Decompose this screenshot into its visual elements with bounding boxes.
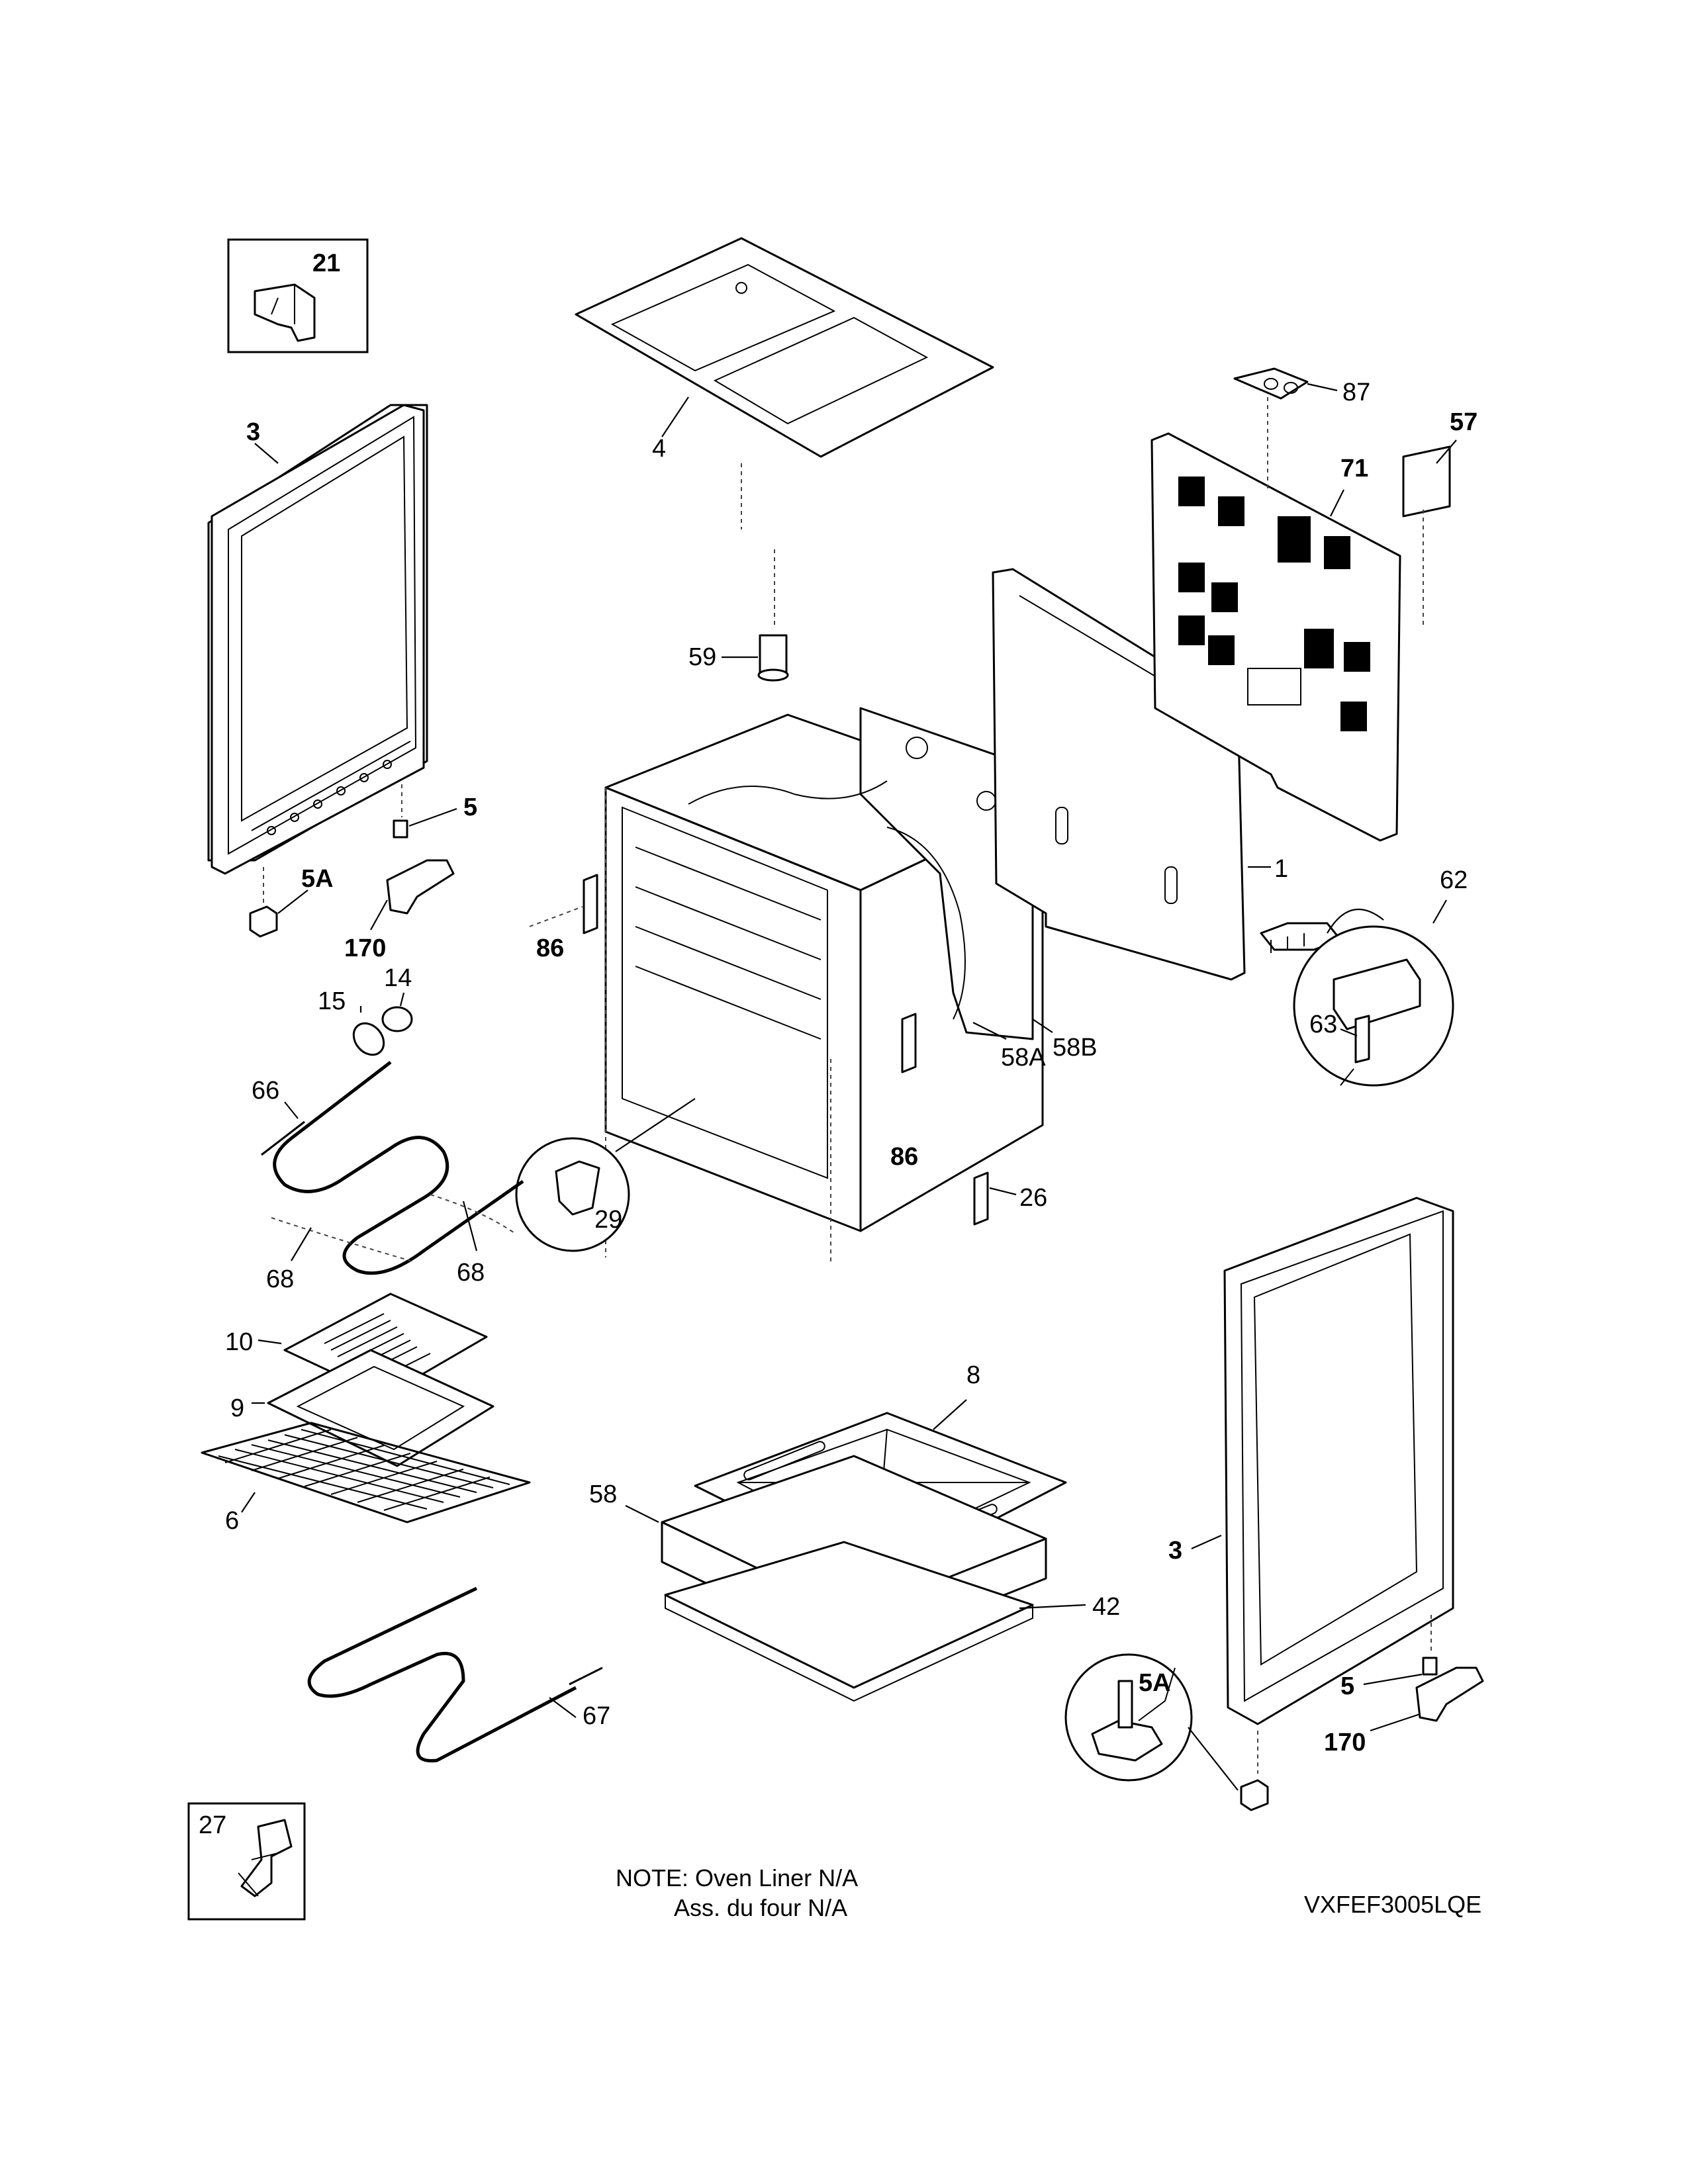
callout-5A-left: 5A [301,865,334,893]
part-87-gasket: 87 [1233,367,1370,490]
callout-58: 58 [589,1480,617,1508]
callout-10: 10 [225,1328,253,1356]
part-5A-leveler-left: 5A [249,865,334,938]
callout-5-right: 5 [1340,1672,1354,1700]
callout-66: 66 [252,1077,279,1105]
part-57-cover: 57 [1402,408,1477,629]
part-14-lamp-socket: 14 [381,964,413,1032]
part-26: 26 [973,1171,1047,1226]
part-3-side-panel-right: 3 [1168,1197,1454,1725]
part-4-top-panel: 4 [575,237,994,629]
callout-27: 27 [199,1811,226,1839]
part-5A-leveler-right: 5A [1064,1653,1269,1811]
part-62-terminal-block-inset: 62 63 [1260,866,1468,1087]
part-42-drawer-bottom: 42 [664,1541,1120,1702]
part-27-inset: 27 [187,1802,306,1921]
callout-5-left: 5 [463,794,477,821]
callout-5A-right: 5A [1139,1669,1171,1697]
part-6-oven-rack: 6 [201,1422,531,1535]
model-number: VXFEF3005LQE [1304,1891,1481,1918]
part-86-hinge-receiver-left: 86 [529,874,598,962]
callout-170-left: 170 [344,934,386,962]
callout-4: 4 [652,435,666,463]
callout-71: 71 [1340,455,1368,482]
callout-3-right: 3 [1168,1537,1182,1565]
callout-86-left: 86 [536,934,564,962]
note-line-1: NOTE: Oven Liner N/A [616,1864,858,1891]
part-9-broil-pan: 9 [230,1349,494,1467]
callout-87: 87 [1342,379,1370,406]
part-170-bracket-left: 170 [344,859,455,962]
part-68-wire-right: 68 [430,1194,517,1287]
part-1-rear-panel: 1 [992,568,1288,981]
callout-63: 63 [1309,1011,1337,1038]
callout-86-right: 86 [890,1143,918,1171]
part-15-lamp-bulb: 15 [318,987,385,1056]
callout-68-left: 68 [266,1265,294,1293]
note-line-2: Ass. du four N/A [674,1894,847,1921]
callout-68-right: 68 [457,1259,485,1287]
callout-1: 1 [1274,855,1288,883]
callout-15: 15 [318,987,346,1015]
callout-21: 21 [312,250,340,277]
callout-42: 42 [1092,1593,1120,1621]
part-68-wire-left: 68 [266,1217,411,1293]
part-59-vent: 59 [688,634,789,682]
part-86-hinge-receiver-right: 86 [890,1013,918,1171]
part-66-broil-element: 66 [252,1061,524,1275]
callout-9: 9 [230,1394,244,1422]
oven-cavity: 58A 58B [604,707,1098,1264]
part-5-leg-screw-left: 5 [393,784,477,839]
callout-170-right: 170 [1324,1729,1366,1756]
part-29-inset: 29 [515,1098,696,1252]
callout-58A: 58A [1001,1044,1046,1071]
callout-58B: 58B [1053,1034,1098,1062]
callout-8: 8 [966,1361,980,1389]
callout-62: 62 [1440,866,1468,894]
callout-59: 59 [688,643,716,671]
part-21-inset: 21 [227,238,369,353]
part-71-rear-access-panel: 71 [1150,432,1401,842]
part-67-bake-element: 67 [307,1586,610,1762]
callout-6: 6 [225,1507,239,1535]
callout-26: 26 [1019,1184,1047,1212]
part-5-leg-screw-right: 5 [1340,1615,1438,1700]
callout-3-left: 3 [246,418,260,446]
callout-67: 67 [583,1702,610,1730]
part-3-side-panel-left: 3 [207,404,428,875]
callout-57: 57 [1450,408,1477,436]
callout-29: 29 [594,1206,622,1234]
callout-14: 14 [384,964,412,992]
part-170-bracket-right: 170 [1324,1666,1484,1756]
